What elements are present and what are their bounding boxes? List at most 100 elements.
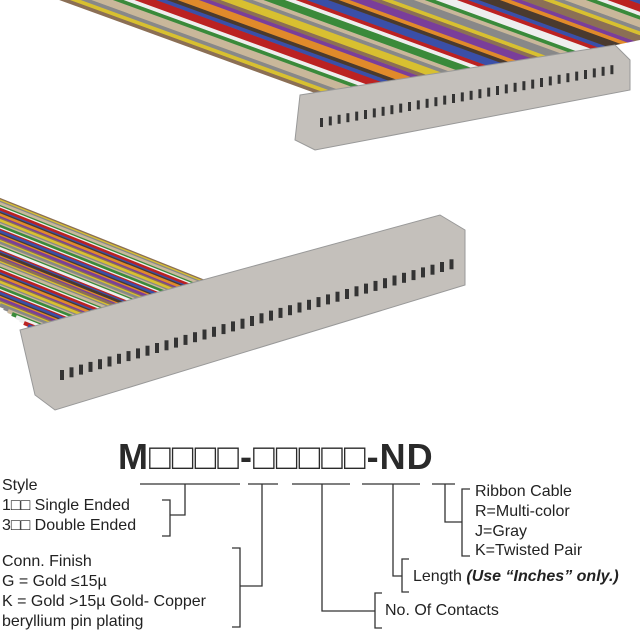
connector-slot — [402, 272, 406, 283]
conn-finish-title: Conn. Finish — [2, 553, 92, 570]
connector-slot — [174, 337, 178, 348]
connector-slot — [88, 361, 93, 372]
wire — [0, 0, 381, 97]
connector-slot — [460, 92, 464, 102]
connector-slot — [231, 321, 235, 332]
ribbon-option: R=Multi-color — [475, 503, 570, 520]
wire — [227, 0, 640, 61]
style-title: Style — [2, 477, 38, 494]
connector-slot — [117, 353, 121, 364]
connector-slot — [452, 94, 455, 103]
connector-slot — [69, 367, 74, 378]
connector-slot — [443, 95, 447, 105]
connector-slot — [548, 76, 552, 86]
connector-slot — [575, 71, 579, 81]
connector-slot — [354, 286, 359, 297]
part-number-template: M□□□□-□□□□□-ND — [118, 436, 434, 477]
connector-slot — [337, 114, 341, 124]
connector-slot — [390, 105, 394, 115]
connector-slot — [297, 302, 302, 313]
wire — [115, 0, 557, 75]
wire — [87, 369, 470, 400]
connector-slot — [381, 106, 385, 116]
wire — [211, 0, 640, 63]
wire — [0, 0, 373, 98]
connector-slot — [425, 98, 429, 108]
connector-slot — [345, 289, 349, 299]
wire — [43, 0, 485, 84]
connector-slot — [399, 103, 403, 113]
wire — [83, 0, 525, 79]
wire — [91, 0, 533, 78]
connector-slot — [335, 291, 340, 302]
connector-slot — [269, 310, 273, 321]
wire — [107, 0, 549, 76]
wire — [267, 0, 640, 56]
wire — [123, 0, 565, 74]
connector-slot — [316, 297, 321, 308]
wire — [51, 0, 493, 83]
wire — [0, 0, 413, 93]
connector-slot — [164, 340, 169, 351]
wire — [243, 0, 640, 59]
wire — [123, 396, 470, 400]
connector-slot — [416, 100, 420, 110]
wire — [163, 0, 605, 69]
wire — [99, 0, 541, 77]
connector-slot — [487, 87, 491, 97]
connector-slot — [411, 270, 416, 281]
connector-slot — [183, 334, 188, 345]
wire — [107, 384, 470, 400]
wire — [0, 0, 357, 100]
ribbon-title: Ribbon Cable — [475, 483, 572, 500]
connector-slot — [383, 278, 387, 289]
connector-slot — [449, 259, 454, 270]
connector-slot — [307, 299, 311, 310]
wire — [131, 0, 573, 73]
ribbon-cable-assembly-image — [0, 0, 640, 430]
length-callout: Length (Use “Inches” only.) — [413, 568, 619, 586]
wire — [11, 0, 453, 88]
connector-slot — [240, 318, 245, 329]
connector-slot — [326, 294, 330, 305]
wire — [59, 0, 501, 82]
connector-slot — [193, 332, 197, 343]
wire — [91, 372, 470, 400]
connector-slot — [79, 364, 83, 375]
wire — [0, 0, 437, 90]
wire — [0, 0, 365, 99]
connector-slot — [155, 343, 159, 353]
length-label: Length — [413, 568, 462, 585]
connector-slot — [320, 118, 323, 127]
connector-slot — [136, 348, 140, 359]
connector-slot — [592, 68, 596, 78]
connector-slot — [278, 307, 283, 318]
connector-slot — [221, 324, 226, 335]
wire — [136, 407, 640, 430]
wire — [195, 0, 637, 65]
wire — [139, 0, 581, 72]
connector-slot — [355, 111, 359, 121]
connector-slot — [259, 313, 264, 324]
connector-slot — [60, 370, 64, 380]
connector-slot — [610, 65, 614, 75]
conn-finish-line: beryllium pin plating — [2, 613, 144, 630]
conn-finish-line: G = Gold ≤15µ — [2, 573, 107, 590]
wire — [132, 404, 640, 430]
wire — [179, 0, 621, 67]
wire — [259, 0, 640, 57]
connector-slot — [584, 70, 587, 79]
connector-slot — [126, 351, 131, 362]
wire — [19, 0, 461, 87]
connector-slot — [504, 84, 508, 94]
connector-slot — [434, 97, 438, 107]
wire — [127, 399, 470, 400]
connector-slot — [372, 108, 376, 118]
wire — [111, 387, 470, 400]
wire — [251, 0, 640, 58]
style-option: 3□□ Double Ended — [2, 517, 137, 534]
connector-slot — [469, 90, 473, 100]
style-option: 1□□ Single Ended — [2, 497, 130, 514]
wire — [119, 393, 470, 400]
wire — [171, 0, 613, 68]
